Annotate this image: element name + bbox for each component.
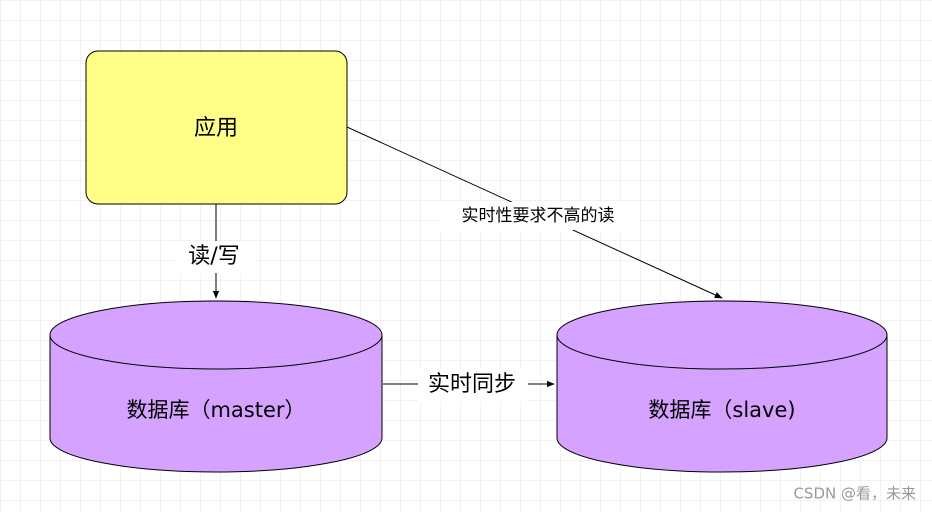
master-db-node [49,300,383,473]
slave-db-node [556,300,888,473]
edge-label-sync: 实时同步 [428,372,516,397]
edge-label-bg-read-low [438,202,638,230]
edge-label-bg-sync [418,369,528,401]
edge-label-bg-read-write [175,241,255,273]
app-node [85,50,348,205]
app-node-label: 应用 [194,116,238,141]
master-db-label: 数据库（master） [126,398,305,422]
watermark-text: CSDN @看，未来 [793,485,916,503]
slave-db-label: 数据库（slave) [648,398,795,422]
edge-label-read-low-realtime: 实时性要求不高的读 [462,206,615,226]
edge-label-read-write: 读/写 [188,244,239,269]
